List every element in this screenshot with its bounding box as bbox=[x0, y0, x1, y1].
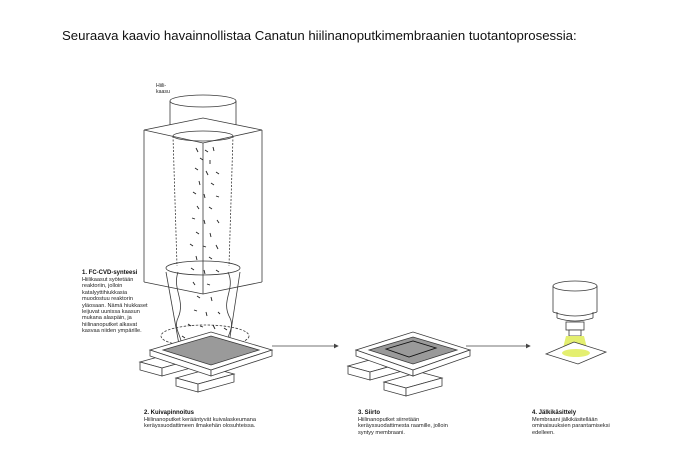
step-4-title: 4. Jälkikäsittely bbox=[532, 410, 577, 416]
step-2-title: 2. Kuivapinnoitus bbox=[144, 410, 195, 416]
catalyst-particles bbox=[181, 146, 228, 352]
step-3-caption: 3. Siirto Hiilinanoputket siirretään ker… bbox=[358, 410, 454, 436]
step-4-body: Membraani jälkikäsitellään ominaisuuksie… bbox=[532, 416, 610, 436]
carbon-gas-label: Hiili- kaasu bbox=[156, 83, 170, 95]
step-1-title: 1. FC-CVD-synteesi bbox=[82, 270, 138, 276]
step-2-caption: 2. Kuivapinnoitus Hiilinanoputket kerään… bbox=[144, 410, 256, 430]
collection-stand bbox=[138, 331, 274, 393]
cvd-reactor bbox=[143, 94, 263, 351]
step-1-caption: 1. FC-CVD-synteesi Hiilikaasut syötetään… bbox=[82, 270, 150, 335]
step-3-body: Hiilinanoputket siirretään keräyssuodatt… bbox=[358, 416, 448, 436]
step-1-body: Hiilikaasut syötetään reaktoriin, jolloi… bbox=[82, 276, 148, 335]
transfer-stand bbox=[346, 331, 472, 397]
step-3-title: 3. Siirto bbox=[358, 410, 381, 416]
step-4-caption: 4. Jälkikäsittely Membraani jälkikäsitel… bbox=[532, 410, 628, 436]
step-2-body: Hiilinanoputket kerääntyvät kuivalaskeum… bbox=[144, 416, 256, 430]
page-title: Seuraava kaavio havainnollistaa Canatun … bbox=[62, 28, 577, 43]
post-processing-device bbox=[544, 280, 608, 365]
